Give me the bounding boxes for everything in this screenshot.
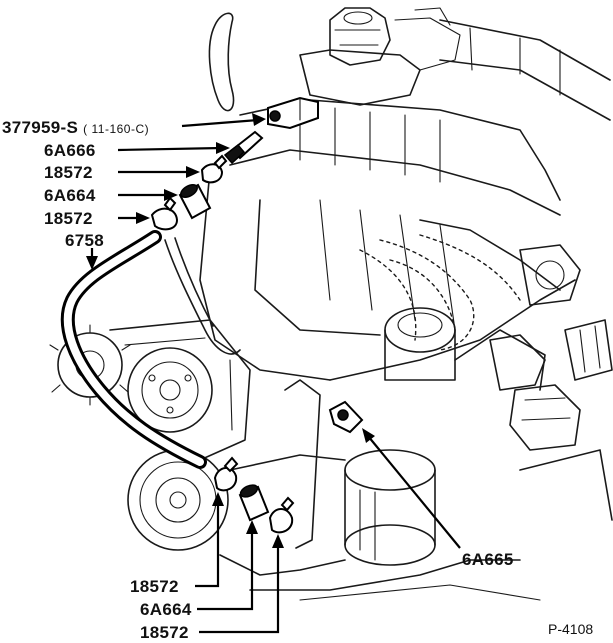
figure-number: P-4108 <box>548 621 594 637</box>
callout-label-8: 18572 <box>130 577 179 596</box>
callout-label-3: 18572 <box>44 163 93 182</box>
engine-block-drawing <box>49 7 613 601</box>
top-fittings <box>150 96 319 231</box>
callout-label-6: 6758 <box>65 231 105 250</box>
callout-label-7: 6A665 <box>462 550 514 569</box>
callout-label-5: 18572 <box>44 209 93 228</box>
bottom-fittings <box>213 400 364 534</box>
leader-lines <box>86 113 461 634</box>
callout-reference: ( 11-160-C) <box>83 122 150 136</box>
heater-hose <box>60 230 207 469</box>
callout-label-9: 6A664 <box>140 600 192 619</box>
callout-label-10: 18572 <box>140 623 189 642</box>
callout-part-number: 377959-S <box>2 118 79 137</box>
callout-label-2: 6A666 <box>44 141 96 160</box>
callout-label-4: 6A664 <box>44 186 96 205</box>
callout-label-1: 377959-S ( 11-160-C) <box>2 119 149 136</box>
